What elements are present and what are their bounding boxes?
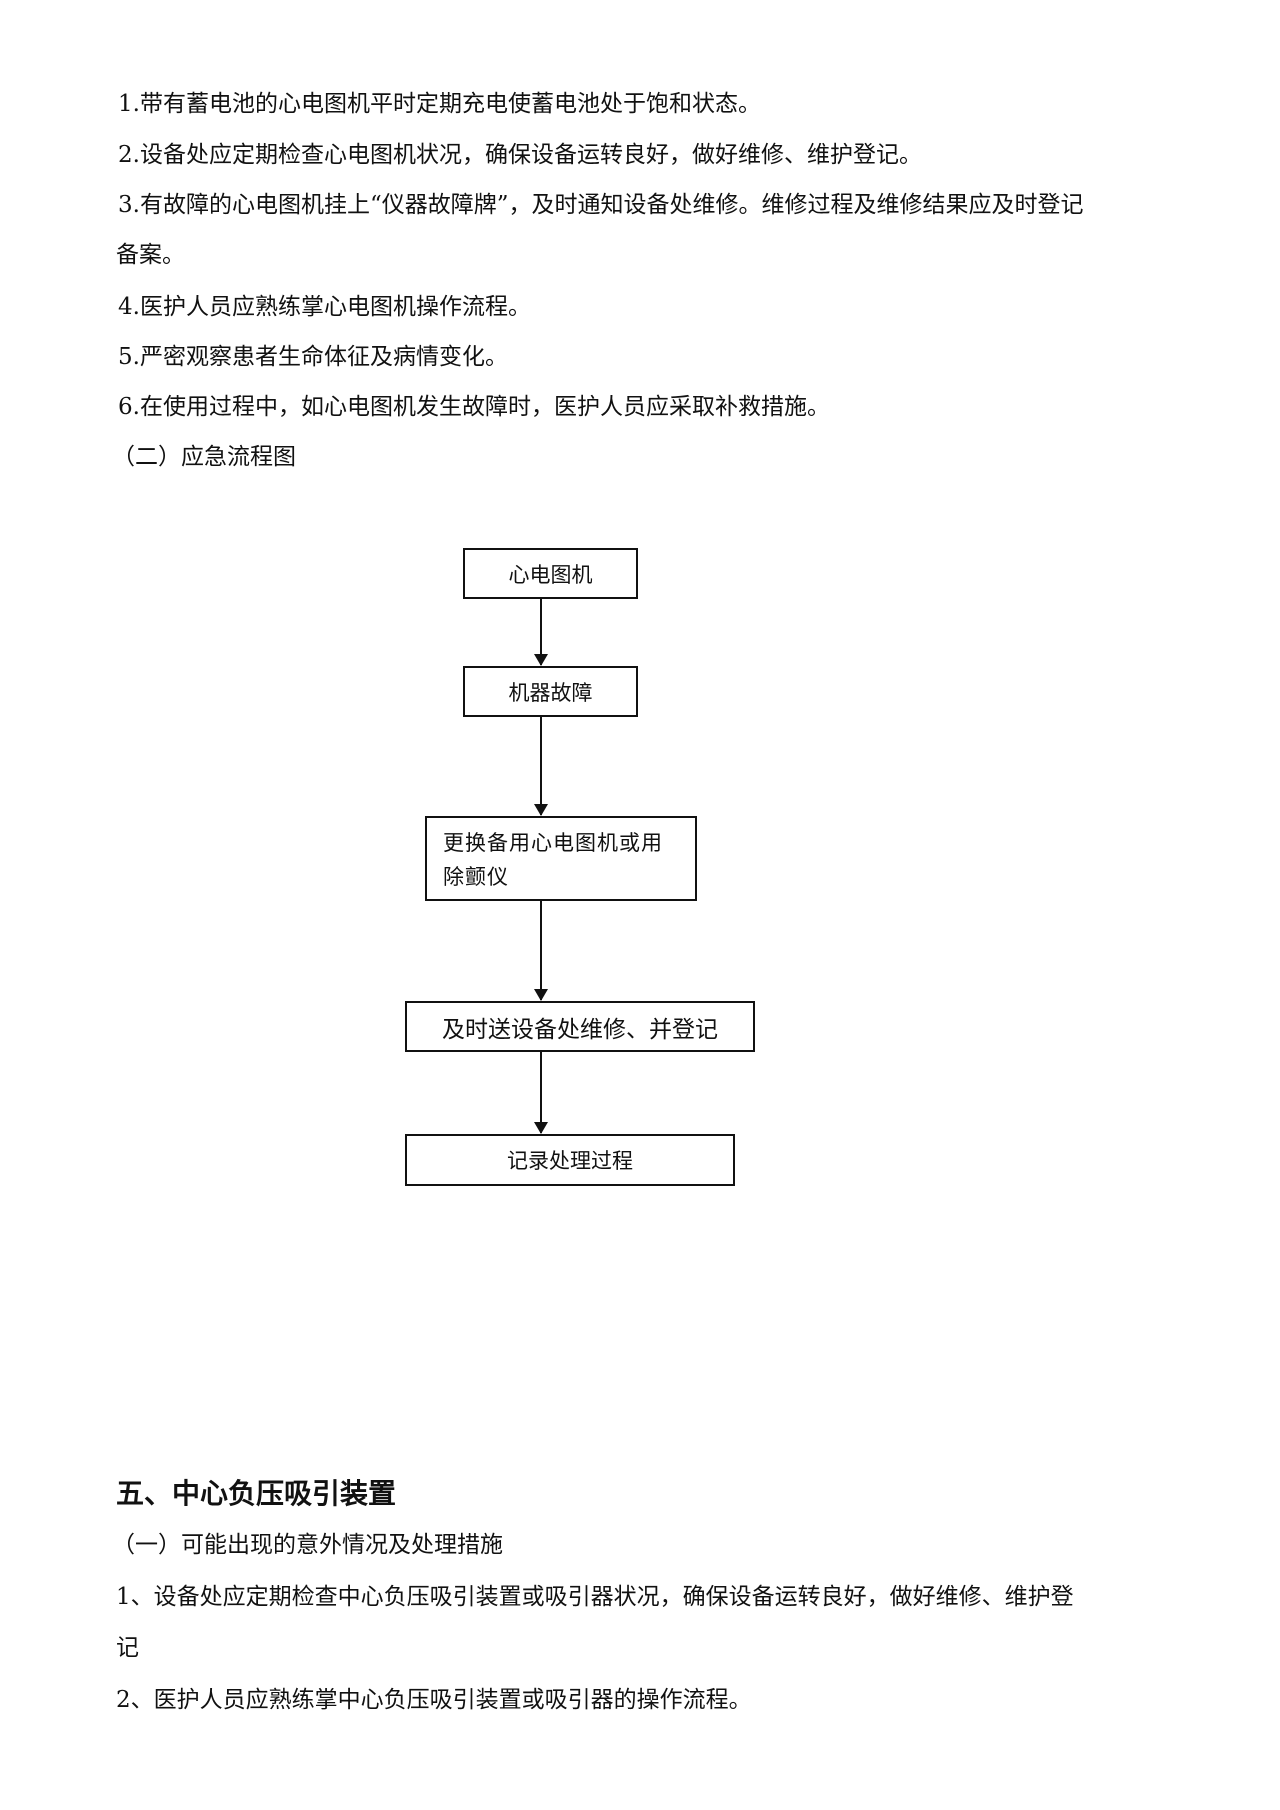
measure-item-1: 1.带有蓄电池的心电图机平时定期充电使蓄电池处于饱和状态。 <box>118 91 761 117</box>
measure-item-5: 5.严密观察患者生命体征及病情变化。 <box>118 344 508 370</box>
measure-item-3: 3.有故障的心电图机挂上“仪器故障牌”，及时通知设备处维修。维修过程及维修结果应… <box>118 192 1084 218</box>
measure-item-2: 2、医护人员应熟练掌中心负压吸引装置或吸引器的操作流程。 <box>116 1687 752 1713</box>
flow-node-ecg-machine: 心电图机 <box>463 548 638 599</box>
flow-node-label: 心电图机 <box>508 562 593 587</box>
flow-arrow-3 <box>534 901 548 1001</box>
flow-arrow-4 <box>534 1052 548 1134</box>
flow-node-label: 更换备用心电图机或用除颤仪 <box>443 831 663 889</box>
flow-arrow-1 <box>534 599 548 666</box>
section-title: 五、中心负压吸引装置 <box>116 1477 397 1510</box>
flow-node-machine-fault: 机器故障 <box>463 666 638 717</box>
measure-item-3-continued: 备案。 <box>116 242 185 268</box>
measure-item-6: 6.在使用过程中，如心电图机发生故障时，医护人员应采取补救措施。 <box>118 394 830 420</box>
flow-node-label: 记录处理过程 <box>507 1149 633 1173</box>
flowchart-subheading: （二）应急流程图 <box>112 444 296 470</box>
flow-node-send-repair: 及时送设备处维修、并登记 <box>405 1001 755 1052</box>
flow-node-record-process: 记录处理过程 <box>405 1134 735 1186</box>
measure-item-1: 1、设备处应定期检查中心负压吸引装置或吸引器状况，确保设备运转良好，做好维修、维… <box>116 1584 1074 1610</box>
flow-arrow-2 <box>534 717 548 816</box>
flow-node-label: 机器故障 <box>508 680 593 705</box>
measure-item-4: 4.医护人员应熟练掌心电图机操作流程。 <box>118 294 531 320</box>
flow-node-label: 及时送设备处维修、并登记 <box>442 1016 718 1043</box>
measure-item-1-continued: 记 <box>116 1635 139 1661</box>
flow-node-replace-device: 更换备用心电图机或用除颤仪 <box>425 816 697 901</box>
measure-item-2: 2.设备处应定期检查心电图机状况，确保设备运转良好，做好维修、维护登记。 <box>118 142 922 168</box>
section-subheading: （一）可能出现的意外情况及处理措施 <box>112 1532 503 1558</box>
